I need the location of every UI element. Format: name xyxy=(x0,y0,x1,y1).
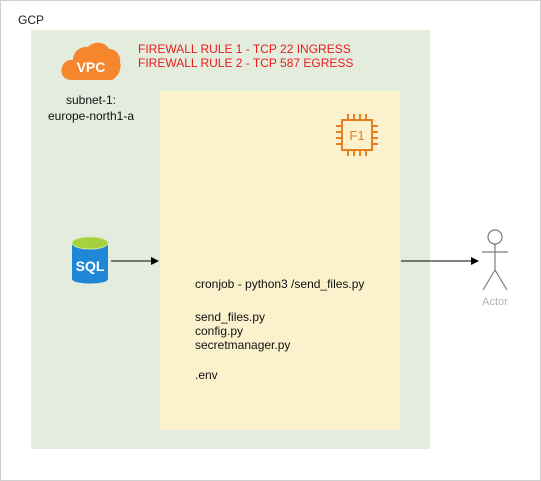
subnet-label: subnet-1: europe-north1-a xyxy=(32,92,150,124)
actor-label: Actor xyxy=(482,296,508,308)
file-config: config.py xyxy=(195,324,244,338)
cronjob-text: cronjob - python3 /send_files.py xyxy=(195,277,365,291)
vpc-cloud-icon: VPC xyxy=(61,42,121,80)
firewall-rule-1: FIREWALL RULE 1 - TCP 22 INGRESS xyxy=(138,42,351,56)
compute-instance-box xyxy=(160,91,400,430)
sql-database-icon: SQL xyxy=(71,236,109,284)
file-send-files: send_files.py xyxy=(195,310,266,324)
firewall-rules: FIREWALL RULE 1 - TCP 22 INGRESS FIREWAL… xyxy=(138,42,353,70)
subnet-region: europe-north1-a xyxy=(47,109,135,123)
file-secretmanager: secretmanager.py xyxy=(195,338,291,352)
vpc-icon-text: VPC xyxy=(77,59,106,75)
sql-icon-text: SQL xyxy=(76,258,105,274)
chip-label: F1 xyxy=(349,128,364,143)
cpu-chip-icon: F1 xyxy=(336,114,378,156)
subnet-name: subnet-1: xyxy=(65,93,117,107)
firewall-rule-2: FIREWALL RULE 2 - TCP 587 EGRESS xyxy=(138,56,354,70)
file-env: .env xyxy=(195,368,218,382)
gcp-label: GCP xyxy=(18,13,45,27)
actor-icon xyxy=(482,229,508,291)
